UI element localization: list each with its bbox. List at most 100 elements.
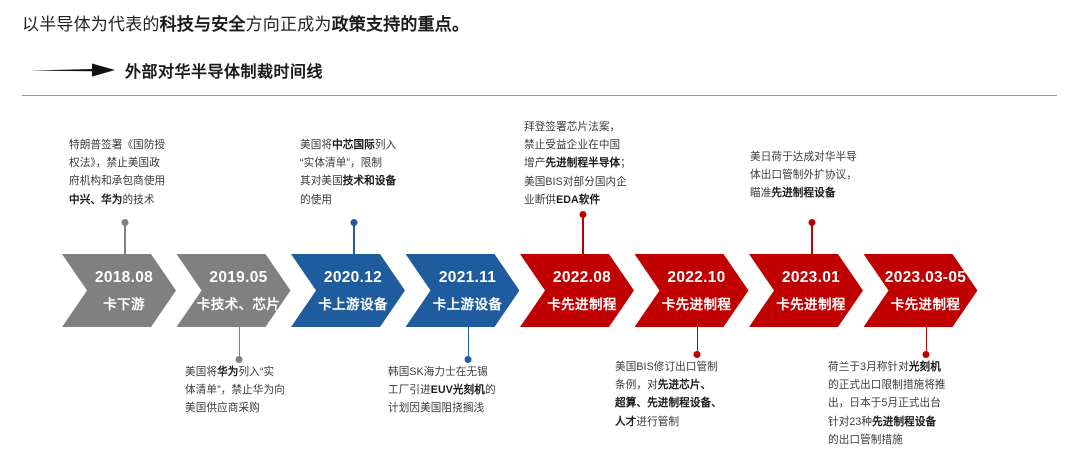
- note-line: 荷兰于3月称针对光刻机: [828, 358, 983, 376]
- milestone-date: 2023.03-05: [884, 268, 967, 286]
- header-divider: [22, 95, 1057, 96]
- note-line: 美国BIS修订出口管制: [615, 358, 763, 376]
- note-text: 出，日本于5月正式出台: [828, 397, 941, 410]
- title-text: 方向正成为: [245, 15, 332, 34]
- note-line: 美国供应商采购: [185, 399, 325, 417]
- note-text: 的使用: [300, 193, 333, 206]
- note-text: “实体清单”，限制: [300, 157, 383, 170]
- note-line: 人才进行管制: [615, 413, 763, 431]
- note-emphasis: 华为: [217, 366, 239, 378]
- note-2023-01: 美日荷于达成对华半导体出口管制外扩协议，瞄准先进制程设备: [750, 148, 895, 203]
- connector-line: [235, 327, 243, 363]
- note-text: 权法》，禁止美国政: [69, 157, 160, 170]
- note-emphasis: 技术和设备: [342, 175, 397, 188]
- note-emphasis: 光刻机: [908, 361, 941, 373]
- note-line: 美国BIS对部分国内企: [524, 173, 664, 191]
- note-emphasis: 先进芯片、: [657, 379, 712, 392]
- long-right-arrow-icon: [30, 63, 115, 77]
- note-line: 权法》，禁止美国政: [69, 154, 201, 172]
- note-line: 其对美国技术和设备: [300, 172, 436, 190]
- note-text: 进行管制: [636, 415, 680, 428]
- note-line: 美国将华为列入“实: [185, 363, 325, 381]
- note-text: 美国将: [185, 366, 218, 378]
- note-line: 增产先进制程半导体；: [524, 154, 664, 172]
- note-text: 的正式出口限制措施将推: [828, 379, 946, 392]
- connector-line: [350, 219, 358, 254]
- note-text: 列入“实: [238, 366, 275, 378]
- note-line: 体出口管制外扩协议，: [750, 166, 895, 184]
- note-text: 的出口管制措施: [828, 433, 903, 446]
- note-2020-12: 美国将中芯国际列入“实体清单”，限制其对美国技术和设备的使用: [300, 136, 436, 209]
- note-line: 美国将中芯国际列入: [300, 136, 436, 154]
- note-2022-10: 美国BIS修订出口管制条例，对先进芯片、超算、先进制程设备、人才进行管制: [615, 358, 763, 431]
- connector-dot-icon: [121, 219, 129, 226]
- note-line: 的正式出口限制措施将推: [828, 376, 983, 394]
- note-text: 禁止受益企业在中国: [524, 139, 621, 152]
- note-text: 业断供: [524, 193, 557, 206]
- note-line: 韩国SK海力士在无锡: [388, 363, 528, 381]
- note-emphasis: 中芯国际: [332, 139, 375, 151]
- note-line: 针对23种先进制程设备: [828, 413, 983, 431]
- section-header: 外部对华半导体制裁时间线: [30, 58, 323, 82]
- note-text: 的技术: [122, 193, 155, 206]
- connector-line: [808, 219, 816, 254]
- title-text: 以半导体为代表的: [22, 15, 160, 34]
- note-line: 工厂引进EUV光刻机的: [388, 381, 528, 399]
- connector-dot-icon: [808, 219, 816, 226]
- note-line: 禁止受益企业在中国: [524, 136, 664, 154]
- note-emphasis: 先进制程半导体: [545, 157, 621, 170]
- note-text: 拜登签署芯片法案，: [524, 121, 621, 133]
- note-text: 韩国SK海力士在无锡: [388, 366, 488, 378]
- note-line: 条例，对先进芯片、: [615, 376, 763, 394]
- note-2018-08: 特朗普签署《国防授权法》，禁止美国政府机构和承包商使用中兴、华为的技术: [69, 136, 201, 209]
- note-text: 特朗普签署《国防授: [69, 139, 166, 151]
- note-line: 业断供EDA软件: [524, 191, 664, 209]
- note-text: 其对美国: [300, 175, 343, 188]
- connector-line: [579, 211, 587, 254]
- note-line: “实体清单”，限制: [300, 154, 436, 172]
- timeline-milestone[interactable]: 2023.03-05 卡先进制程: [864, 254, 978, 327]
- note-2023-03: 荷兰于3月称针对光刻机的正式出口限制措施将推出，日本于5月正式出台针对23种先进…: [828, 358, 983, 449]
- note-text: 针对23种: [828, 415, 873, 428]
- note-2019-05: 美国将华为列入“实体清单”，禁止华为向美国供应商采购: [185, 363, 325, 418]
- note-text: 列入: [374, 139, 397, 151]
- note-line: 府机构和承包商使用: [69, 172, 201, 190]
- connector-dot-icon: [464, 356, 472, 363]
- milestone-date: 2021.11: [438, 268, 497, 286]
- note-text: 的: [484, 384, 496, 397]
- connector-dot-icon: [235, 356, 243, 363]
- milestone-date: 2020.12: [323, 268, 383, 286]
- note-emphasis: 先进制程设备: [771, 187, 836, 200]
- note-text: 瞄准: [750, 187, 772, 200]
- milestone-label: 卡先进制程: [661, 297, 732, 312]
- milestone-date: 2022.08: [552, 268, 612, 286]
- note-text: 美国BIS对部分国内企: [524, 175, 627, 188]
- milestone-label: 卡下游: [103, 297, 145, 312]
- milestone-date: 2018.08: [94, 268, 154, 286]
- note-2021-11: 韩国SK海力士在无锡工厂引进EUV光刻机的计划因美国阻挠搁浅: [388, 363, 528, 418]
- note-text: 美国将: [300, 139, 333, 151]
- note-line: 拜登签署芯片法案，: [524, 118, 664, 136]
- connector-dot-icon: [350, 219, 358, 226]
- note-text: 体清单”，禁止华为向: [185, 384, 285, 397]
- connector-dot-icon: [579, 211, 587, 218]
- note-text: ；: [620, 157, 631, 170]
- note-2022-08: 拜登签署芯片法案，禁止受益企业在中国增产先进制程半导体；美国BIS对部分国内企业…: [524, 118, 664, 209]
- note-line: 中兴、华为的技术: [69, 191, 201, 209]
- note-text: 工厂引进: [388, 384, 431, 397]
- note-emphasis: EUV光刻机: [430, 384, 485, 397]
- timeline-milestone[interactable]: 2018.08 卡下游: [62, 254, 176, 327]
- note-emphasis: 先进制程设备: [872, 415, 937, 428]
- milestone-label: 卡技术、芯片: [196, 297, 281, 312]
- note-line: 出，日本于5月正式出台: [828, 394, 983, 412]
- milestone-label: 卡先进制程: [890, 297, 961, 312]
- note-line: 瞄准先进制程设备: [750, 184, 895, 202]
- note-text: 增产: [524, 157, 546, 170]
